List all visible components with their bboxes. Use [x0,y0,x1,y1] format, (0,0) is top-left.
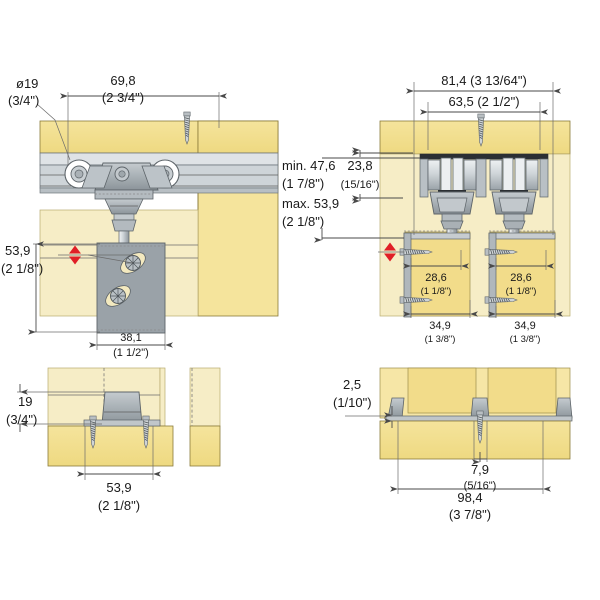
label-34-9-left: 34,9 [429,320,450,332]
dim-34-9-left [403,300,478,318]
floor-guide-block [83,391,161,427]
slot-screw-lower [105,285,131,307]
dim-63-5 [420,102,548,150]
label-28-6-right: 28,6 [510,272,531,284]
label-53-9-bl-value: 53,9 [106,480,131,495]
label-28-6-left: 28,6 [425,272,446,284]
dim-81-4 [406,82,561,235]
roller-carriage-right-section [488,157,556,318]
dim-min-max-drop [314,157,420,243]
label-28-6-right-imp: (1 1/8") [506,286,537,297]
label-7-9-imp: (5/16") [464,480,497,492]
label-7-9-value: 7,9 [471,462,489,477]
label-69-8-value: 69,8 [110,73,135,88]
label-98-4-imp: (3 7/8") [449,507,491,522]
view-bottom-left: 19 (3/4") 53,9 (2 1/8") [6,367,221,513]
label-19-value: 19 [18,394,32,409]
label-34-9-left-imp: (1 3/8") [425,334,456,345]
label-2-5-value: 2,5 [343,377,361,392]
dim-28-6-left [403,250,469,270]
dim-98-4 [390,459,551,494]
view-top-left: ø19 (3/4") 69,8 (2 3/4") 53,9 (2 1/8") 3… [1,73,279,359]
label-34-9-right-imp: (1 3/8") [510,334,541,345]
label-dia19-imperial: (3/4") [8,93,39,108]
dim-28-6-right [488,250,554,270]
dim-38-1 [89,333,173,350]
label-23-8: 23,8 [347,158,372,173]
label-53-9-tl-imp: (2 1/8") [1,261,43,276]
label-max-53-9-imp: (2 1/8") [282,214,324,229]
dim-7-9 [472,421,488,465]
label-53-9-tl-value: 53,9 [5,243,30,258]
label-min-47-6: min. 47,6 [282,158,335,173]
label-63-5: 63,5 (2 1/2") [448,94,519,109]
dim-69-8 [60,92,227,165]
label-min-47-6-imp: (1 7/8") [282,176,324,191]
label-28-6-left-imp: (1 1/8") [421,286,452,297]
dim-53-9-left [28,241,100,335]
dim-34-9-right [488,300,563,318]
roller-carriage-left-section [403,157,477,318]
label-dia19-value: ø19 [16,76,38,91]
label-38-1-value: 38,1 [120,332,141,344]
label-19-imperial: (3/4") [6,412,37,427]
label-max-53-9: max. 53,9 [282,196,339,211]
label-38-1-imp: (1 1/2") [113,347,149,359]
label-98-4-value: 98,4 [457,490,482,505]
track-section-twin [419,153,549,198]
view-bottom-right: 2,5 (1/10") 7,9 (5/16") 98,4 (3 7/8") [333,367,573,522]
mounting-bracket-plate [96,242,166,334]
label-69-8-imperial: (2 3/4") [102,90,144,105]
dim-53-9-bottom-left [77,466,161,480]
label-81-4: 81,4 (3 13/64") [441,73,527,88]
dim-23-8 [352,147,413,204]
label-2-5-imp: (1/10") [333,395,372,410]
label-53-9-bl-imp: (2 1/8") [98,498,140,513]
label-23-8-imp: (15/16") [341,179,380,191]
label-34-9-right: 34,9 [514,320,535,332]
roller-carriage-elevation [64,159,180,244]
dia19-leader [36,103,71,161]
header-timber-twin [379,120,571,155]
view-top-right: 81,4 (3 13/64") 63,5 (2 1/2") min. 47,6 … [282,73,571,345]
